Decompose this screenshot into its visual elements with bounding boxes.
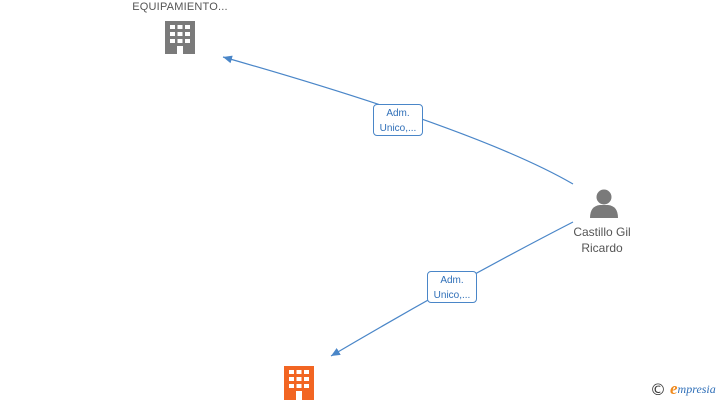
edge-person-to-company-top (222, 55, 574, 185)
copyright-icon: © (650, 379, 666, 399)
edge-label-top[interactable]: Adm. Unico,... (373, 104, 423, 136)
edge-label-bottom-line2: Unico,... (433, 290, 471, 301)
person-name-label[interactable]: Castillo Gil Ricardo (552, 224, 652, 256)
company-top-label[interactable]: EQUIPAMIENTO... (132, 1, 228, 13)
edge-label-bottom-line1: Adm. (440, 275, 464, 286)
person-icon[interactable] (590, 189, 618, 219)
brand-initial: e (670, 379, 678, 398)
edge-label-bottom[interactable]: Adm. Unico,... (427, 271, 477, 303)
person-name-line1: Castillo Gil (573, 225, 631, 239)
person-name-line2: Ricardo (581, 241, 623, 255)
building-icon[interactable] (284, 366, 314, 400)
brand-logo: © e mpresia (650, 379, 716, 399)
building-icon[interactable] (165, 21, 195, 54)
edge-label-top-line2: Unico,... (379, 123, 417, 134)
brand-name: mpresia (677, 381, 716, 396)
edge-label-top-line1: Adm. (386, 108, 410, 119)
